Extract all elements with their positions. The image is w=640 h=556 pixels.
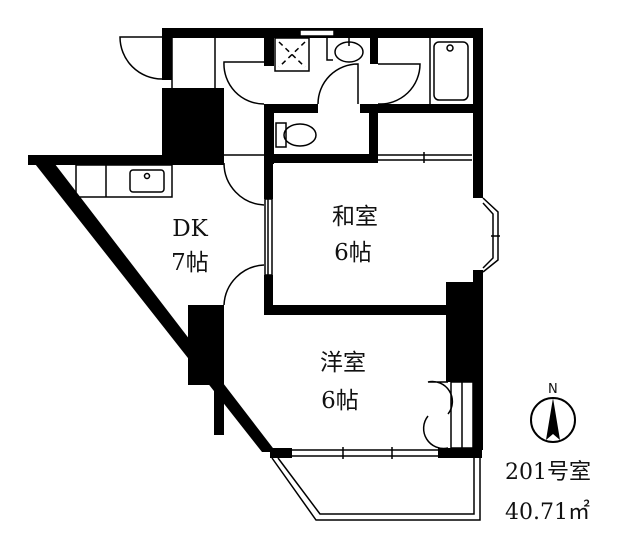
unit-area: 40.71㎡: [505, 500, 590, 525]
room-label-youshitsu: 洋室: [320, 350, 366, 376]
walls: [28, 28, 483, 458]
fixtures: [75, 29, 500, 521]
unit-number: 201号室: [505, 460, 591, 485]
room-size-dk: 7帖: [171, 250, 209, 276]
compass-icon: [530, 397, 576, 443]
room-label-washitsu: 和室: [332, 204, 378, 230]
compass-north-label: N: [548, 382, 558, 397]
room-label-dk: DK: [172, 216, 208, 242]
room-size-washitsu: 6帖: [334, 240, 372, 266]
room-size-youshitsu: 6帖: [321, 388, 359, 414]
